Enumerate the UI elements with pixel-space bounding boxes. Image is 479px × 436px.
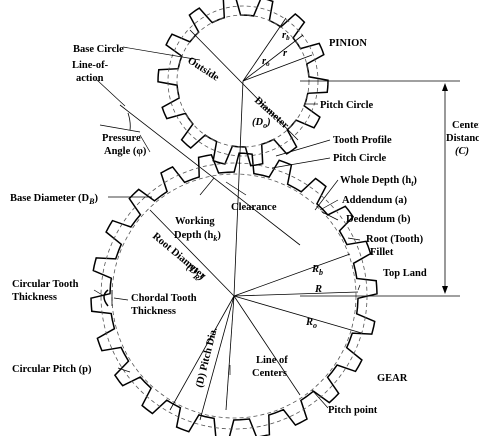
label-pitch-circle-1: Pitch Circle xyxy=(320,100,374,111)
label-base-diameter: Base Diameter (DB) xyxy=(10,193,98,206)
pinion-radius-rb xyxy=(242,17,287,82)
label-line-of-action-2: action xyxy=(76,73,104,84)
label-line-centers-1: Line of xyxy=(256,355,288,366)
label-pitch-dia: (D) Pitch Dia. xyxy=(194,326,220,389)
label-gear: GEAR xyxy=(377,373,408,384)
label-center-1: Center xyxy=(452,120,479,131)
line-of-centers-lower xyxy=(225,295,235,411)
label-pressure-1: Pressure xyxy=(102,133,141,144)
label-tooth-profile: Tooth Profile xyxy=(333,135,392,146)
label-dedendum: Dedendum (b) xyxy=(346,214,411,225)
leader-lines xyxy=(93,46,361,409)
line-of-centers xyxy=(233,80,244,297)
label-rb: rb xyxy=(282,30,290,42)
pressure-angle-arc xyxy=(127,112,131,131)
label-pinion: PINION xyxy=(329,38,367,49)
label-Ro: Ro xyxy=(305,317,317,330)
gear-root-diameter-line xyxy=(149,209,235,297)
circular-tooth-thickness-mark xyxy=(103,289,109,307)
pinion-radius-r xyxy=(242,34,304,82)
label-addendum: Addendum (a) xyxy=(342,195,408,206)
label-line-centers-2: Centers xyxy=(252,368,287,379)
label-whole-depth: Whole Depth (ht) xyxy=(340,175,417,188)
label-do: (Do) xyxy=(252,117,271,130)
pinion-radius-ro xyxy=(242,54,313,82)
label-R: R xyxy=(314,284,322,295)
gear-radius-extra-2 xyxy=(233,295,301,396)
gear-radius-ro xyxy=(233,295,366,335)
label-center-2: Distance xyxy=(446,133,479,144)
label-Rb: Rb xyxy=(311,264,323,277)
label-working-1: Working xyxy=(175,216,215,227)
label-working-2: Depth (hk) xyxy=(174,230,221,243)
label-clearance: Clearance xyxy=(231,202,277,213)
label-outside: Outside xyxy=(185,55,221,83)
gear-pitch-diameter-line xyxy=(199,295,235,421)
label-root-fillet-2: Fillet xyxy=(370,247,394,258)
label-ro: ro xyxy=(262,56,270,68)
label-base-circle: Base Circle xyxy=(73,44,124,55)
label-center-3: (C) xyxy=(455,146,469,157)
line-of-action xyxy=(119,104,301,246)
label-top-land: Top Land xyxy=(383,268,427,279)
label-chordal-1: Chordal Tooth xyxy=(131,293,197,304)
gear-radius-r xyxy=(233,291,359,297)
pressure-angle-reference xyxy=(99,124,141,133)
label-circular-tooth-2: Thickness xyxy=(12,292,57,303)
label-chordal-2: Thickness xyxy=(131,306,176,317)
label-line-of-action-1: Line-of- xyxy=(72,60,109,71)
label-circular-tooth-1: Circular Tooth xyxy=(12,279,79,290)
label-root-fillet-1: Root (Tooth) xyxy=(366,234,424,245)
gear-radius-extra xyxy=(169,295,235,411)
gear-outline xyxy=(90,152,378,436)
label-pitch-circle-2: Pitch Circle xyxy=(333,153,387,164)
gear-radius-rb xyxy=(233,253,351,297)
pinion-outside-diameter-line xyxy=(189,29,299,141)
label-circular-pitch: Circular Pitch (p) xyxy=(12,364,92,375)
label-pitch-point: Pitch point xyxy=(328,405,378,416)
label-r: r xyxy=(283,48,288,59)
label-pressure-2: Angle (φ) xyxy=(104,146,147,157)
